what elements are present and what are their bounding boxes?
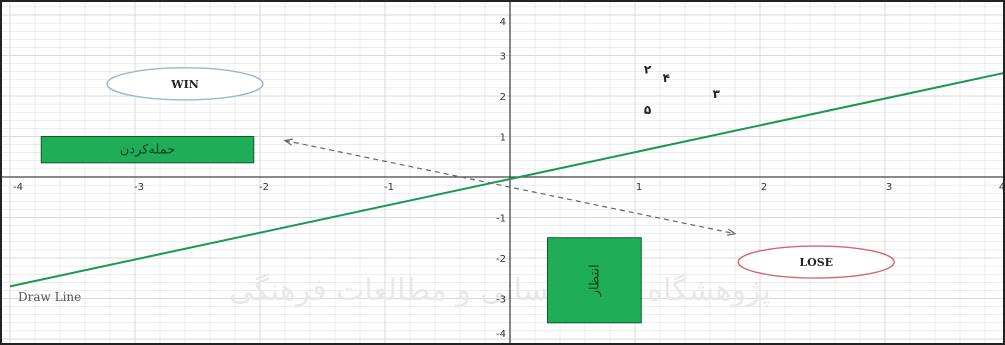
ellipse-lose xyxy=(737,245,895,279)
watermark-text: پژوهشگاه علوم انسانی و مطالعات فرهنگی xyxy=(229,273,771,308)
watermark: پژوهشگاه علوم انسانی و مطالعات فرهنگی xyxy=(229,273,771,308)
draw-line-annotation: Draw Line xyxy=(18,290,81,304)
x-tick-label: 4 xyxy=(999,182,1005,193)
point-label: ۳ xyxy=(713,87,721,101)
tick-labels: -4 -3 -2 -1 1 2 3 4 4 3 2 1 -1 -2 -3 -4 xyxy=(13,17,1005,340)
action-box-0 xyxy=(40,136,255,164)
x-tick-label: 3 xyxy=(886,182,892,193)
x-tick-label: 1 xyxy=(636,182,642,193)
point-label: ۴ xyxy=(663,71,670,85)
arrow-head-end xyxy=(727,228,737,236)
x-tick-label: -3 xyxy=(134,182,144,193)
x-tick-label: -4 xyxy=(13,182,23,193)
arrow-head-start xyxy=(283,138,293,146)
series-line xyxy=(9,71,1005,288)
dashed-arrow-line xyxy=(284,139,736,235)
y-tick-label: -1 xyxy=(496,214,506,225)
action-box-1 xyxy=(547,237,642,324)
ellipse-label-win: WIN xyxy=(170,78,199,91)
ellipse-label-lose: LOSE xyxy=(799,256,833,269)
point-label: ۲ xyxy=(644,63,652,77)
x-tick-label: -2 xyxy=(259,182,269,193)
y-tick-label: 2 xyxy=(500,92,506,103)
action-box-label-1: انتظار xyxy=(587,264,602,297)
y-tick-label: 4 xyxy=(500,17,506,28)
y-tick-label: 3 xyxy=(500,52,506,63)
y-tick-label: -4 xyxy=(496,329,506,340)
ellipse-win xyxy=(106,67,264,101)
x-tick-label: 2 xyxy=(761,182,767,193)
y-tick-label: -3 xyxy=(496,295,506,306)
point-label: ۵ xyxy=(644,103,651,117)
x-tick-label: -1 xyxy=(384,182,394,193)
y-tick-label: -2 xyxy=(496,254,506,265)
y-tick-label: 1 xyxy=(500,133,506,144)
action-box-label-0: حمله‌کردن xyxy=(120,143,176,158)
